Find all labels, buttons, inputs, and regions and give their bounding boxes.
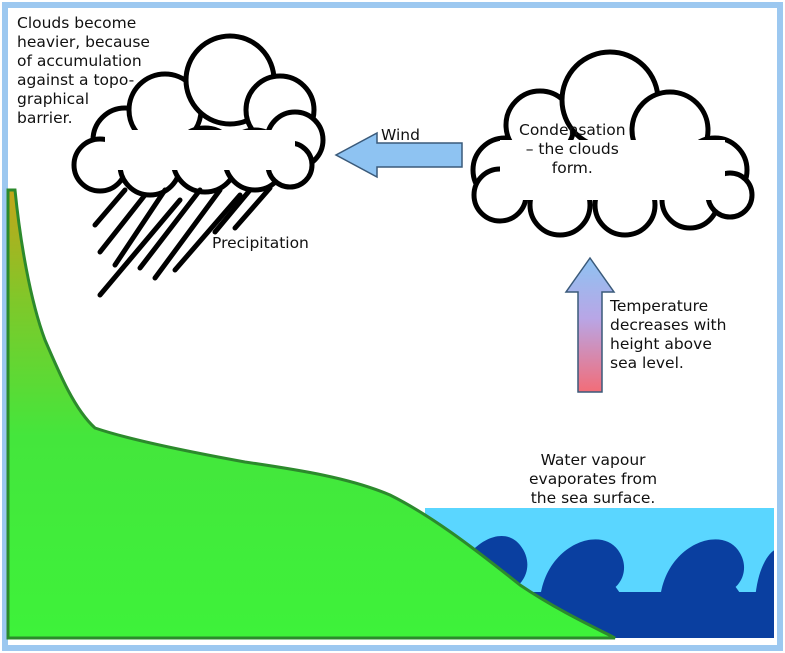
temperature-label: Temperature decreases with height above … xyxy=(610,297,727,372)
temperature-arrow xyxy=(564,256,616,393)
rain-cloud xyxy=(71,33,326,198)
wind-arrow xyxy=(334,131,463,179)
water-vapour-label: Water vapour evaporates from the sea sur… xyxy=(529,451,658,507)
land-slope xyxy=(6,188,616,640)
precipitation-label: Precipitation xyxy=(212,234,309,252)
condensation-cloud xyxy=(470,49,755,238)
condensation-label: Condensation – the clouds form. xyxy=(519,121,626,177)
wind-label: Wind xyxy=(381,126,420,144)
clouds-heavier-label: Clouds become heavier, because of accumu… xyxy=(17,14,150,127)
rain xyxy=(92,185,273,298)
